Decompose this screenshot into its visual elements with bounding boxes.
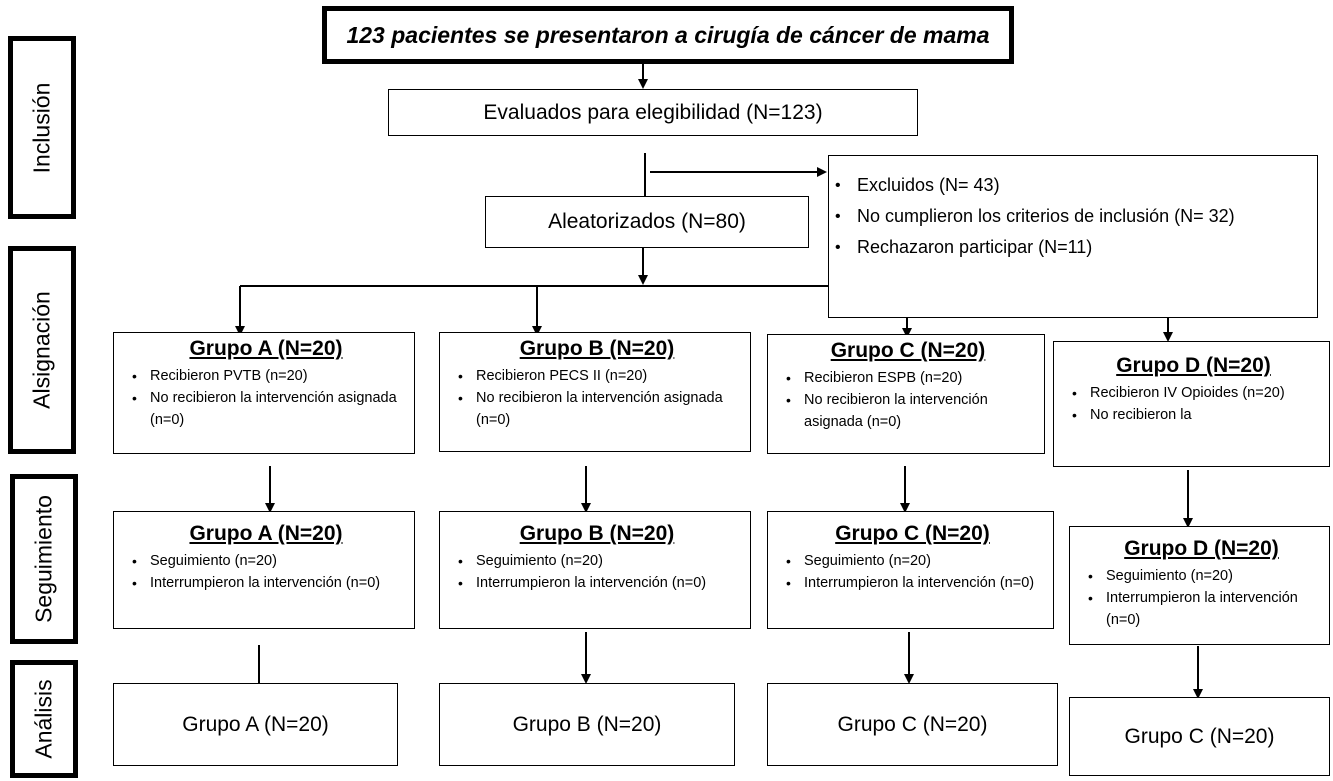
group-title: Grupo C (N=20) [835, 522, 990, 545]
group-title: Grupo A (N=20) [189, 337, 343, 360]
allocation-group-a: Grupo A (N=20) Recibieron PVTB (n=20)No … [113, 332, 415, 454]
analysis-group-b: Grupo B (N=20) [439, 683, 735, 766]
group-item: No recibieron la intervención asignada (… [786, 389, 1034, 433]
group-title: Grupo B (N=20) [519, 337, 675, 360]
group-item: Interrumpieron la intervención (n=0) [786, 572, 1043, 594]
group-item: No recibieron la intervención asignada (… [132, 387, 404, 431]
group-item: Interrumpieron la intervención (n=0) [1088, 587, 1319, 631]
excluded-item: Rechazaron participar (N=11) [835, 232, 1299, 263]
title-box: 123 pacientes se presentaron a cirugía d… [322, 6, 1014, 64]
group-title: Grupo D (N=20) [1116, 354, 1271, 377]
allocation-group-d: Grupo D (N=20) Recibieron IV Opioides (n… [1053, 341, 1330, 467]
evaluated-box: Evaluados para elegibilidad (N=123) [388, 89, 918, 136]
analysis-text: Grupo C (N=20) [837, 712, 988, 736]
phase-followup-label: Seguimiento [30, 495, 57, 623]
phase-followup: Seguimiento [10, 474, 78, 644]
group-item: No recibieron la intervención asignada (… [458, 387, 740, 431]
phase-inclusion: Inclusión [8, 36, 76, 219]
title-text: 123 pacientes se presentaron a cirugía d… [346, 21, 990, 48]
group-title: Grupo D (N=20) [1124, 537, 1279, 560]
allocation-group-b: Grupo B (N=20) Recibieron PECS II (n=20)… [439, 332, 751, 452]
group-item: Seguimiento (n=20) [132, 550, 404, 572]
phase-allocation: Alsignación [8, 246, 76, 454]
analysis-group-c: Grupo C (N=20) [767, 683, 1058, 766]
group-item: Interrumpieron la intervención (n=0) [132, 572, 404, 594]
group-item: Seguimiento (n=20) [458, 550, 740, 572]
excluded-box: Excluidos (N= 43) No cumplieron los crit… [828, 155, 1318, 318]
group-title: Grupo B (N=20) [519, 522, 675, 545]
group-title: Grupo C (N=20) [830, 339, 986, 362]
phase-inclusion-label: Inclusión [28, 82, 55, 173]
group-item: Interrumpieron la intervención (n=0) [458, 572, 740, 594]
group-item: Seguimiento (n=20) [1088, 565, 1319, 587]
excluded-item: Excluidos (N= 43) [835, 170, 1299, 201]
group-item: Recibieron ESPB (n=20) [786, 367, 1034, 389]
analysis-text: Grupo C (N=20) [1124, 724, 1275, 748]
excluded-list: Excluidos (N= 43) No cumplieron los crit… [829, 170, 1299, 263]
group-item: No recibieron la [1072, 404, 1319, 426]
group-title: Grupo A (N=20) [189, 522, 343, 545]
phase-allocation-label: Alsignación [28, 291, 55, 409]
analysis-group-d: Grupo C (N=20) [1069, 697, 1330, 776]
followup-group-d: Grupo D (N=20) Seguimiento (n=20)Interru… [1069, 526, 1330, 645]
group-item: Seguimiento (n=20) [786, 550, 1043, 572]
followup-group-b: Grupo B (N=20) Seguimiento (n=20)Interru… [439, 511, 751, 629]
phase-analysis-label: Análisis [30, 679, 57, 759]
analysis-text: Grupo A (N=20) [182, 712, 329, 736]
group-item: Recibieron IV Opioides (n=20) [1072, 382, 1319, 404]
allocation-group-c: Grupo C (N=20) Recibieron ESPB (n=20)No … [767, 334, 1045, 454]
analysis-group-a: Grupo A (N=20) [113, 683, 398, 766]
randomized-text: Aleatorizados (N=80) [548, 210, 746, 233]
excluded-item: No cumplieron los criterios de inclusión… [835, 201, 1299, 232]
group-item: Recibieron PVTB (n=20) [132, 365, 404, 387]
group-item: Recibieron PECS II (n=20) [458, 365, 740, 387]
evaluated-text: Evaluados para elegibilidad (N=123) [483, 100, 823, 124]
randomized-box: Aleatorizados (N=80) [485, 196, 809, 248]
followup-group-a: Grupo A (N=20) Seguimiento (n=20)Interru… [113, 511, 415, 629]
phase-analysis: Análisis [10, 660, 78, 778]
analysis-text: Grupo B (N=20) [512, 712, 662, 736]
followup-group-c: Grupo C (N=20) Seguimiento (n=20)Interru… [767, 511, 1054, 629]
